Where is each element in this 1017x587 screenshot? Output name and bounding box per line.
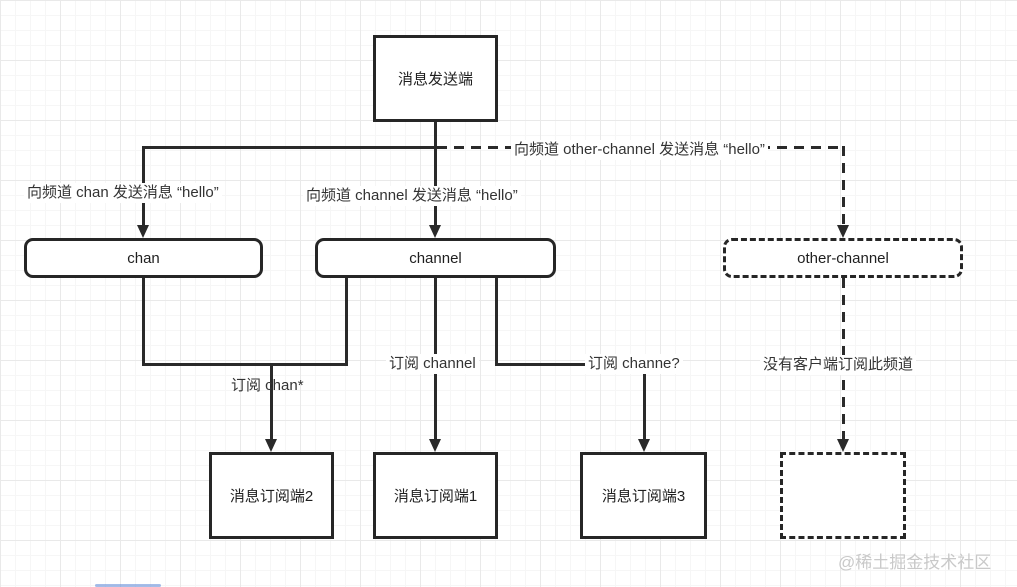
- node-subscriber-3: 消息订阅端3: [580, 452, 707, 539]
- arrowhead-icon: [429, 225, 441, 238]
- node-other-channel: other-channel: [723, 238, 963, 278]
- node-message-sender: 消息发送端: [373, 35, 498, 122]
- arrowhead-icon: [429, 439, 441, 452]
- node-channel: channel: [315, 238, 556, 278]
- arrowhead-icon: [837, 225, 849, 238]
- node-chan: chan: [24, 238, 263, 278]
- edge-channel-down-left: [345, 278, 348, 366]
- arrowhead-icon: [137, 225, 149, 238]
- edge-sender-to-other-channel-dashed: [842, 146, 845, 225]
- edge-sender-to-channel: [434, 122, 437, 229]
- node-subscriber-3-label: 消息订阅端3: [601, 488, 686, 505]
- edge-label-publish-chan: 向频道 chan 发送消息 “hello”: [24, 183, 222, 203]
- edge-merge-horizontal: [142, 363, 348, 366]
- watermark-text: @稀土掘金技术社区: [838, 553, 992, 572]
- edge-chan-down: [142, 278, 145, 366]
- node-empty-subscriber: [780, 452, 906, 539]
- node-message-sender-label: 消息发送端: [397, 71, 473, 88]
- arrowhead-icon: [837, 439, 849, 452]
- edge-channel-down-right: [495, 278, 498, 366]
- node-subscriber-1-label: 消息订阅端1: [393, 488, 478, 505]
- arrowhead-icon: [265, 439, 277, 452]
- edge-label-no-subscriber: 没有客户端订阅此频道: [760, 355, 917, 375]
- edge-label-subscribe-channel: 订阅 channel: [386, 354, 479, 374]
- edge-to-sub3-horizontal: [495, 363, 646, 366]
- node-subscriber-2: 消息订阅端2: [209, 452, 334, 539]
- arrowhead-icon: [638, 439, 650, 452]
- node-subscriber-1: 消息订阅端1: [373, 452, 498, 539]
- node-other-channel-label: other-channel: [797, 249, 889, 267]
- node-chan-label: chan: [127, 249, 160, 267]
- edge-sender-branch-left: [142, 146, 436, 149]
- edge-label-publish-channel: 向频道 channel 发送消息 “hello”: [303, 186, 521, 206]
- edge-to-sub3: [643, 363, 646, 441]
- node-channel-label: channel: [409, 249, 462, 267]
- horizontal-scrollbar[interactable]: [95, 584, 161, 587]
- edge-to-sub2: [270, 364, 273, 441]
- edge-label-subscribe-channe-q: 订阅 channe?: [585, 354, 683, 374]
- node-subscriber-2-label: 消息订阅端2: [229, 488, 314, 505]
- edge-label-publish-other-channel: 向频道 other-channel 发送消息 “hello”: [511, 140, 768, 160]
- edge-label-subscribe-chan-star: 订阅 chan*: [231, 377, 304, 394]
